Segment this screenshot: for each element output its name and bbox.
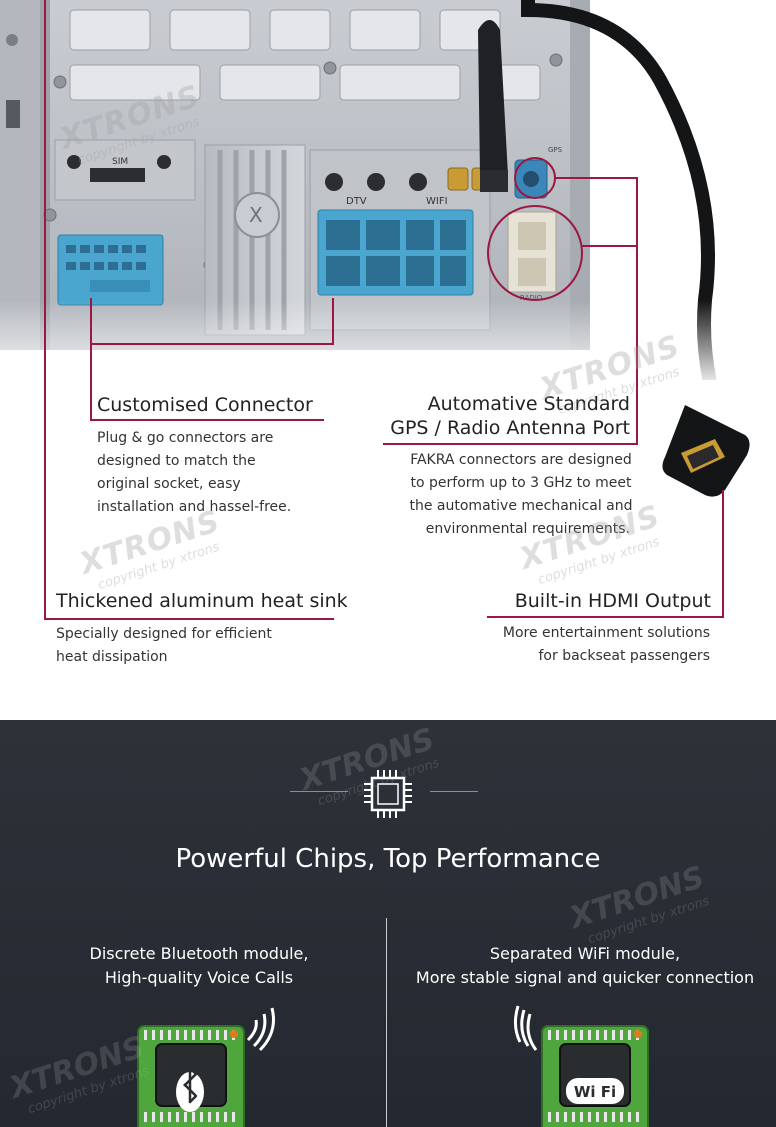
antenna-title-line1: Automative Standard xyxy=(427,393,630,415)
headline-rule-left xyxy=(290,791,348,792)
antenna-desc: FAKRA connectors are designed to perform… xyxy=(409,452,633,537)
section-headline: Powerful Chips, Top Performance xyxy=(175,844,601,874)
connector-desc: Plug & go connectors are designed to mat… xyxy=(97,430,292,515)
sim-label: SIM xyxy=(112,157,128,167)
heatsink-title: Thickened aluminum heat sink xyxy=(56,590,348,612)
dtv-label: DTV xyxy=(346,196,367,207)
head-unit-rear-photo: SIM X DTV WIFI xyxy=(0,0,717,380)
heatsink-desc: Specially designed for efficient heat di… xyxy=(56,626,272,665)
wifi-icon xyxy=(566,1078,624,1104)
wifi-icon-label: Wi Fi xyxy=(574,1083,616,1101)
connector-line-v-left xyxy=(90,298,92,420)
heatsink-underline xyxy=(44,618,334,620)
antenna-title-line2: GPS / Radio Antenna Port xyxy=(390,417,630,439)
connector-underline xyxy=(90,419,324,421)
radio-label: RADIO xyxy=(520,294,543,302)
antenna-line-mid xyxy=(582,245,638,247)
connector-title: Customised Connector xyxy=(97,394,313,416)
headline-rule-right xyxy=(430,791,478,792)
svg-text:X: X xyxy=(249,203,263,227)
hdmi-plug xyxy=(662,405,750,497)
column-divider xyxy=(386,918,387,1127)
hdmi-desc: More entertainment solutions for backsea… xyxy=(502,625,710,664)
wifi-label: WIFI xyxy=(426,196,448,207)
gps-label: GPS xyxy=(548,146,563,154)
wifi-feature-text: Separated WiFi module, More stable signa… xyxy=(415,944,755,987)
hdmi-line-v xyxy=(722,490,724,618)
hdmi-title: Built-in HDMI Output xyxy=(514,590,711,612)
connector-line-h xyxy=(90,343,333,345)
photo-fade xyxy=(0,300,776,390)
hdmi-underline xyxy=(487,616,724,618)
connector-line-v-right xyxy=(332,298,334,345)
signal-icon xyxy=(513,1005,538,1051)
hardware-section: SIM X DTV WIFI xyxy=(0,0,776,665)
signal-icon xyxy=(246,1007,275,1052)
antenna-line-v xyxy=(636,177,638,445)
heatsink-line-v xyxy=(44,0,46,620)
antenna-underline xyxy=(383,443,638,445)
chips-section: Powerful Chips, Top Performance Discrete… xyxy=(0,720,776,1127)
antenna-line-top xyxy=(555,177,638,179)
chip-icon xyxy=(364,770,412,818)
bluetooth-chip xyxy=(137,1007,275,1127)
wifi-chip: Wi Fi xyxy=(513,1005,649,1127)
bluetooth-feature-text: Discrete Bluetooth module, High-quality … xyxy=(89,944,309,987)
